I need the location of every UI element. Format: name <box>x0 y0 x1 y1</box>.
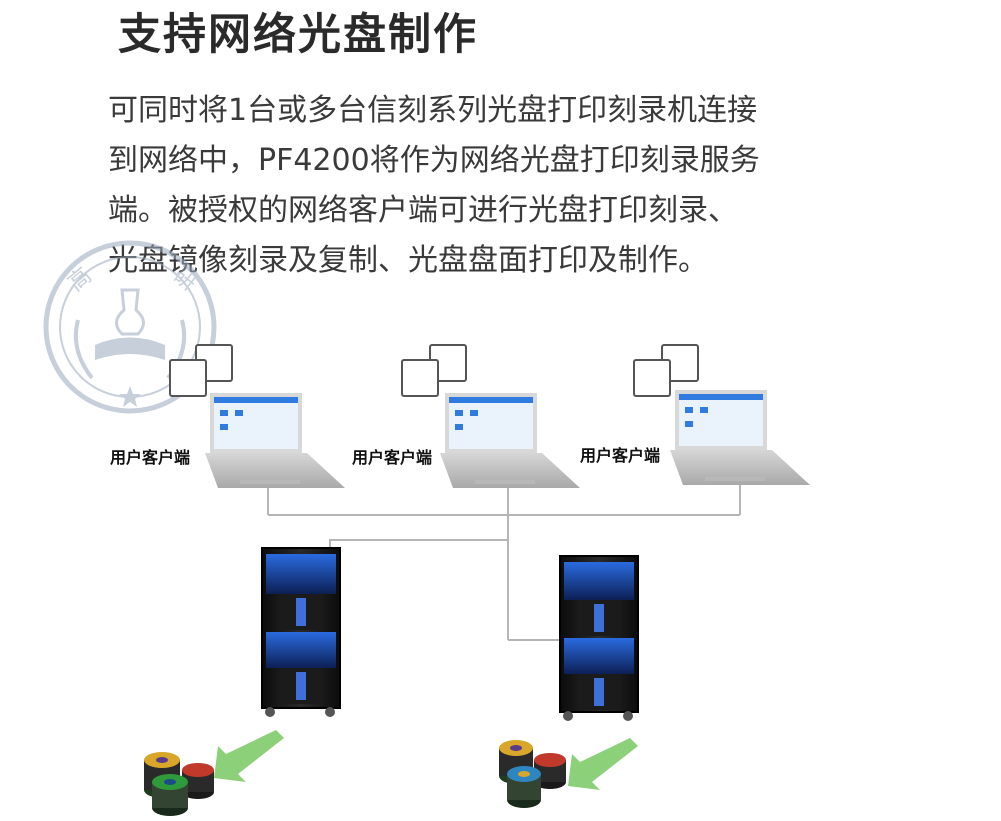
description-line: 到网络中，PF4200将作为网络光盘打印刻录服务 <box>108 143 760 178</box>
disc-stack-icon <box>144 752 214 816</box>
laptop-icon <box>205 393 345 488</box>
window-icon <box>169 344 699 397</box>
laptop-icon <box>670 390 810 485</box>
arrow-icon <box>214 730 284 782</box>
description-line: 光盘镜像刻录及复制、光盘盘面打印及制作。 <box>108 243 708 278</box>
client-label: 用户客户端 <box>580 446 661 465</box>
client-label: 用户客户端 <box>110 448 191 467</box>
description-line: 端。被授权的网络客户端可进行光盘打印刻录、 <box>108 193 738 228</box>
arrow-icon <box>568 738 638 790</box>
laptop-icon <box>440 393 580 488</box>
description: 可同时将1台或多台信刻系列光盘打印刻录机连接 到网络中，PF4200将作为网络光… <box>108 86 868 286</box>
description-line: 可同时将1台或多台信刻系列光盘打印刻录机连接 <box>108 93 758 128</box>
client-label: 用户客户端 <box>352 448 433 467</box>
server-cabinet-right <box>559 555 639 721</box>
server-cabinet-left <box>261 547 341 717</box>
page-title: 支持网络光盘制作 <box>118 10 478 60</box>
watermark-text-right: 研 <box>168 263 201 296</box>
disc-stack-icon <box>499 740 566 808</box>
network-lines <box>267 485 741 641</box>
